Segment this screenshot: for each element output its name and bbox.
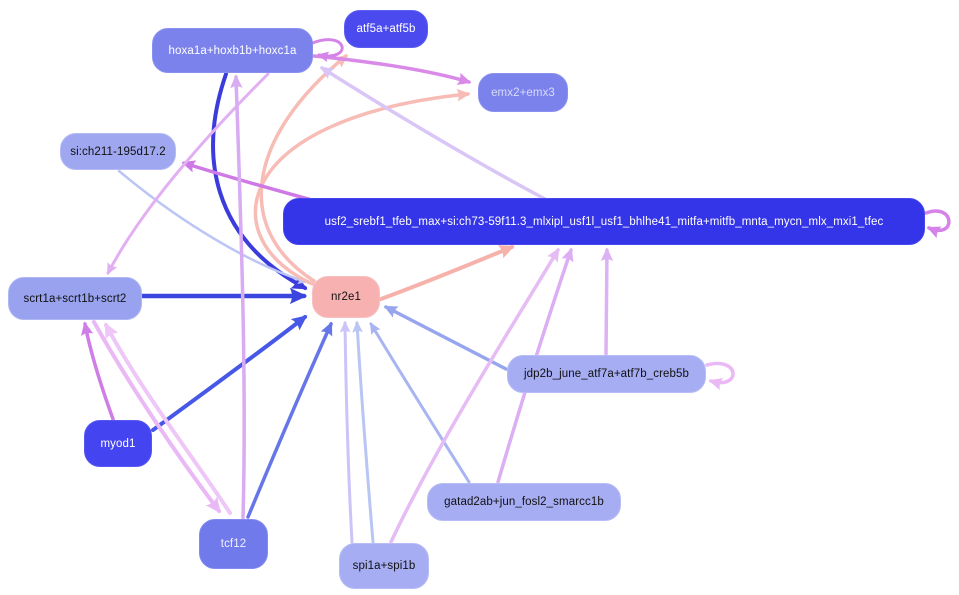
node-scrt1a[interactable]: scrt1a+scrt1b+scrt2 [8, 277, 142, 320]
node-label-usf2: usf2_srebf1_tfeb_max+si:ch73-59f11.3_mlx… [324, 215, 884, 228]
edge-usf2-usf2-selfloop [924, 209, 951, 239]
node-emx2[interactable]: emx2+emx3 [478, 73, 568, 112]
node-label-spi1a: spi1a+spi1b [352, 560, 416, 572]
edge-myod1-scrt1a [80, 321, 115, 421]
node-spi1a[interactable]: spi1a+spi1b [339, 543, 429, 589]
node-label-nr2e1: nr2e1 [331, 291, 361, 303]
node-label-sich211: si:ch211-195d17.2 [70, 145, 166, 158]
node-label-emx2: emx2+emx3 [491, 86, 555, 99]
node-label-hoxa1a: hoxa1a+hoxb1b+hoxc1a [168, 44, 297, 57]
edge-jdp2b-jdp2b-selfloop [705, 361, 735, 391]
edge-jdp2b-usf2 [600, 247, 614, 356]
node-gatad2ab[interactable]: gatad2ab+jun_fosl2_smarcc1b [427, 483, 621, 521]
edge-hoxa1a-scrt1a [106, 72, 270, 275]
edge-tcf12-hoxa1a [230, 74, 246, 520]
node-label-atf5a: atf5a+atf5b [356, 23, 416, 35]
edge-hoxa1a-nr2e1 [211, 72, 308, 290]
edge-tcf12-nr2e1 [246, 321, 333, 519]
edge-hoxa1a-hoxa1a-selfloop [308, 38, 344, 63]
edge-hoxa1a-emx2 [312, 54, 472, 85]
node-nr2e1[interactable]: nr2e1 [312, 276, 380, 318]
edge-nr2e1-usf2 [379, 245, 515, 301]
node-jdp2b[interactable]: jdp2b_june_atf7a+atf7b_creb5b [507, 355, 706, 393]
node-label-myod1: myod1 [100, 437, 136, 450]
edge-nr2e1-atf5a [259, 54, 348, 283]
node-usf2[interactable]: usf2_srebf1_tfeb_max+si:ch73-59f11.3_mlx… [283, 198, 925, 245]
edge-jdp2b-nr2e1 [383, 305, 508, 371]
edge-spi1a-usf2 [389, 247, 560, 544]
edge-spi1a-nr2e1 [352, 320, 375, 544]
edge-usf2-hoxa1a [319, 66, 547, 201]
edge-gatad2ab-nr2e1 [369, 322, 471, 484]
node-atf5a[interactable]: atf5a+atf5b [344, 10, 428, 48]
edge-sich211-nr2e1 [117, 169, 308, 284]
node-hoxa1a[interactable]: hoxa1a+hoxb1b+hoxc1a [152, 28, 313, 73]
node-myod1[interactable]: myod1 [84, 420, 152, 467]
edge-myod1-nr2e1 [151, 315, 308, 432]
edge-tcf12-scrt1a [104, 322, 232, 515]
edge-nr2e1-emx2 [253, 88, 471, 288]
node-label-gatad2ab: gatad2ab+jun_fosl2_smarcc1b [444, 496, 604, 508]
node-label-scrt1a: scrt1a+scrt1b+scrt2 [23, 292, 127, 305]
edge-scrt1a-tcf12 [92, 320, 221, 514]
edge-spi1a-nr2e1 [339, 320, 354, 544]
node-label-jdp2b: jdp2b_june_atf7a+atf7b_creb5b [523, 368, 689, 380]
node-tcf12[interactable]: tcf12 [199, 519, 268, 569]
node-sich211[interactable]: si:ch211-195d17.2 [60, 133, 176, 170]
node-label-tcf12: tcf12 [220, 538, 247, 550]
